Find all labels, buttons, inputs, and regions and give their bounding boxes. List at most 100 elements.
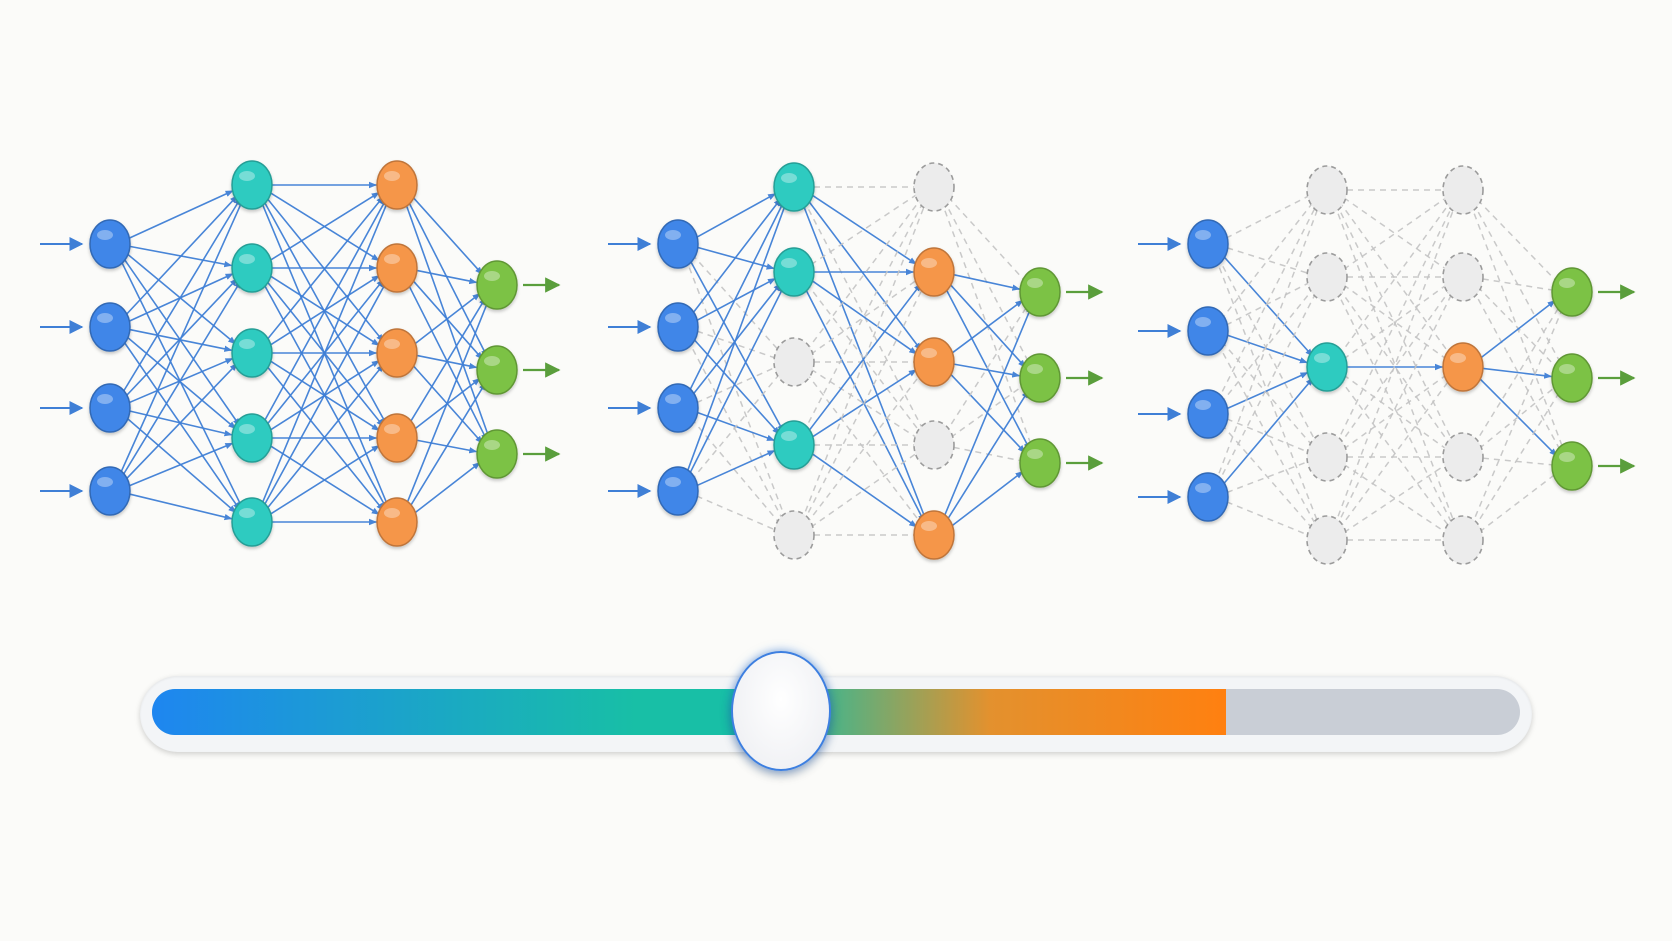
active-connection — [805, 282, 923, 435]
neuron-highlight — [781, 431, 797, 441]
output-neuron — [1551, 353, 1593, 403]
pruned-connection — [1333, 203, 1457, 527]
pruned-connection — [687, 339, 785, 523]
pruned-connection — [690, 418, 782, 525]
active-connection — [407, 381, 487, 511]
input-neuron — [1187, 219, 1229, 269]
pruned-connection — [1333, 203, 1457, 527]
active-connection — [121, 255, 241, 427]
pruned-neuron — [1442, 432, 1484, 482]
neuron-highlight — [239, 424, 255, 434]
pruned-connection — [1338, 377, 1452, 530]
pruned-connection — [1343, 374, 1447, 450]
output-neuron — [1019, 267, 1061, 317]
pruned-connection — [1473, 389, 1562, 529]
neuron-highlight — [97, 230, 113, 240]
active-connection — [416, 269, 478, 285]
pruned-connection — [1343, 463, 1447, 534]
input-neuron — [1187, 389, 1229, 439]
active-connection — [695, 277, 777, 322]
neuron-highlight — [239, 171, 255, 181]
pruned-connection — [953, 446, 1021, 462]
pruned-neuron — [1442, 252, 1484, 302]
input-neuron — [657, 219, 699, 269]
neuron-highlight — [384, 171, 400, 181]
active-connection — [413, 292, 481, 346]
pruned-connection — [805, 372, 923, 525]
active-connection — [941, 304, 1033, 523]
neuron-highlight — [1195, 483, 1211, 493]
hidden1-neuron — [231, 413, 273, 463]
hidden2-neuron — [376, 413, 418, 463]
pruning-slider-rail — [152, 689, 1520, 735]
pruned-neuron — [1442, 515, 1484, 565]
pruned-neuron — [1306, 432, 1348, 482]
hidden2-neuron — [913, 247, 955, 297]
input-neuron — [89, 302, 131, 352]
active-connection — [123, 362, 239, 482]
input-neuron — [89, 383, 131, 433]
output-neuron — [1551, 441, 1593, 491]
active-connection — [1478, 299, 1557, 360]
active-connection — [129, 493, 233, 521]
pruned-connection — [1343, 374, 1447, 450]
neuron-highlight — [1195, 230, 1211, 240]
pruned-connection — [805, 197, 923, 352]
neuron-highlight — [1027, 278, 1043, 288]
input-neuron — [657, 466, 699, 516]
active-connection — [123, 194, 239, 318]
active-connection — [1226, 334, 1309, 364]
active-connection — [944, 389, 1030, 524]
active-connection — [950, 470, 1024, 528]
input-neuron — [89, 219, 131, 269]
neuron-highlight — [921, 348, 937, 358]
active-connection — [264, 195, 385, 343]
active-connection — [695, 192, 777, 239]
hidden2-neuron — [913, 337, 955, 387]
pruning-slider-thumb[interactable] — [731, 651, 832, 771]
io-arrows-layer — [40, 237, 1636, 504]
pruned-connection — [800, 200, 928, 522]
pruned-neuron — [773, 510, 815, 560]
hidden1-neuron — [773, 247, 815, 297]
output-neuron — [1019, 353, 1061, 403]
hidden1-neuron — [231, 160, 273, 210]
active-connection — [950, 299, 1024, 355]
pruned-connection — [944, 303, 1030, 434]
pruned-connection — [1482, 457, 1553, 466]
hidden2-neuron — [376, 243, 418, 293]
neuron-highlight — [97, 313, 113, 323]
neuron-highlight — [1195, 400, 1211, 410]
active-connection — [121, 338, 241, 511]
neuron-highlight — [781, 258, 797, 268]
neuron-highlight — [1314, 353, 1330, 363]
input-neuron — [1187, 306, 1229, 356]
hidden2-neuron — [913, 510, 955, 560]
neuron-highlight — [384, 339, 400, 349]
pruned-connection — [1217, 256, 1318, 445]
neuron-highlight — [97, 394, 113, 404]
pruned-connection — [1216, 289, 1319, 485]
neuron-highlight — [1195, 317, 1211, 327]
pruned-connection — [1335, 289, 1455, 528]
pruned-connection — [805, 282, 923, 435]
pruning-slider-track[interactable] — [140, 676, 1532, 752]
neuron-highlight — [1027, 449, 1043, 459]
active-connection — [810, 452, 918, 528]
pruned-connection — [1472, 289, 1563, 454]
active-connection — [404, 297, 490, 510]
neuron-highlight — [921, 521, 937, 531]
neuron-highlight — [384, 508, 400, 518]
active-connection — [696, 449, 776, 487]
neuron-highlight — [665, 477, 681, 487]
hidden1-neuron — [231, 497, 273, 547]
active-connection — [684, 200, 788, 478]
neuron-highlight — [239, 508, 255, 518]
neuron-highlight — [665, 394, 681, 404]
neuron-highlight — [97, 477, 113, 487]
pruned-connection — [1343, 197, 1447, 270]
neuron-highlight — [384, 254, 400, 264]
neuron-highlight — [484, 356, 500, 366]
active-connection — [810, 193, 918, 266]
